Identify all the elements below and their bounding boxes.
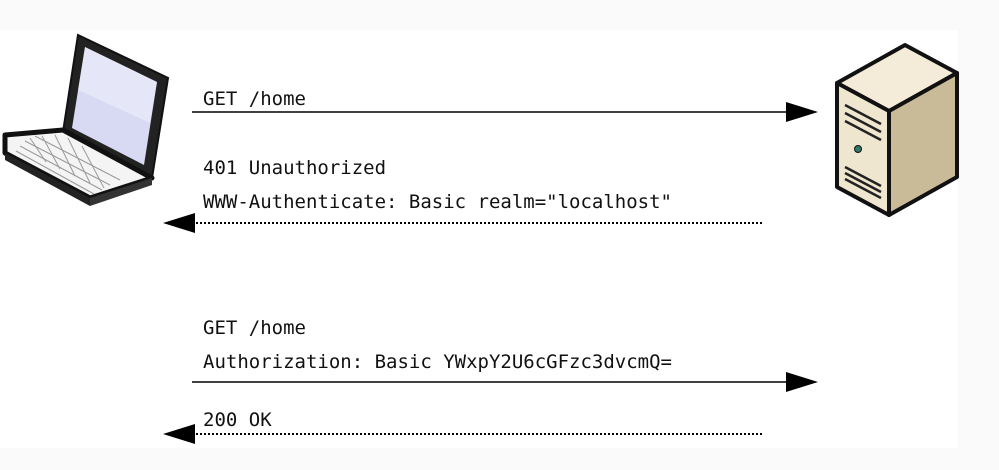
arrow-200-ok — [163, 424, 762, 444]
arrow-get-home-authorized — [192, 372, 818, 392]
server-icon — [835, 43, 959, 217]
arrow-401-unauthorized — [163, 213, 762, 233]
arrow-get-home — [192, 102, 818, 122]
request-line-get-home: GET /home — [203, 88, 306, 110]
response-header-www-authenticate: WWW-Authenticate: Basic realm="localhost… — [203, 191, 672, 213]
laptop-icon — [2, 33, 170, 206]
request-line-get-home-2: GET /home — [203, 317, 306, 339]
response-status-200: 200 OK — [203, 409, 272, 431]
response-status-401: 401 Unauthorized — [203, 157, 387, 179]
request-header-authorization: Authorization: Basic YWxpY2U6cGFzc3dvcmQ… — [203, 351, 672, 373]
